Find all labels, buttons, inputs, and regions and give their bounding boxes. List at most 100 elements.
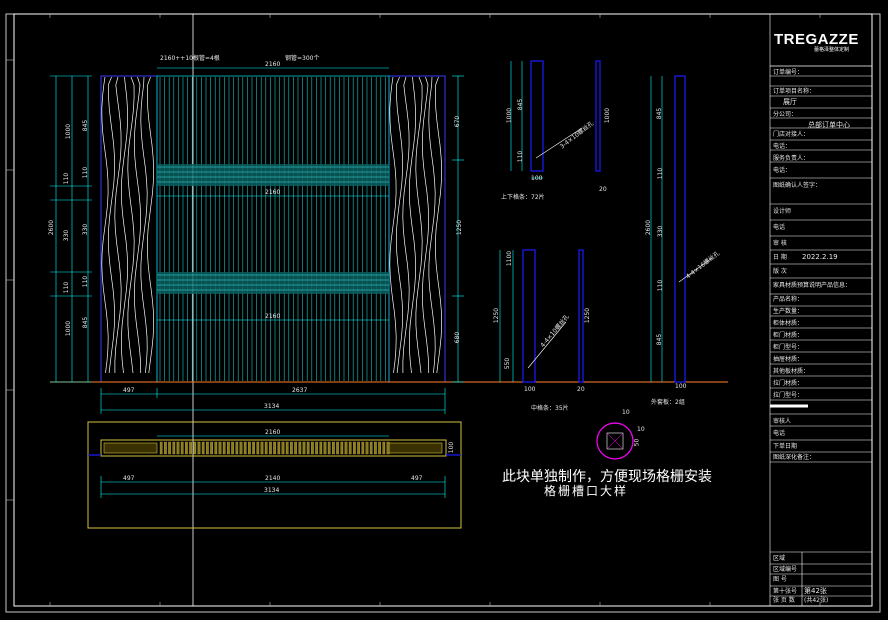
dim-top-width: 2160 — [265, 61, 281, 68]
plan-bar — [361, 441, 365, 455]
plan-bar — [210, 441, 213, 455]
wood-grain-line — [127, 76, 135, 374]
dim-right-height: 670 — [454, 115, 462, 128]
grille-band-lower — [157, 272, 389, 294]
plan-bar — [348, 441, 352, 455]
plan-frame — [87, 421, 462, 529]
plan-bar — [298, 441, 302, 455]
dim-right-height: 1250 — [456, 219, 464, 236]
sheet-label: 第十张号 — [773, 588, 798, 595]
wood-grain-line — [434, 76, 443, 374]
title-block-label: 拉门型号： — [773, 392, 804, 399]
wood-grain-line — [114, 76, 122, 373]
dim-mid-width-1: 2160 — [265, 189, 281, 196]
wood-grain-line — [133, 76, 142, 374]
section-ul-width-1: 100 — [531, 175, 543, 182]
plan-bar — [281, 441, 285, 455]
plan-bar — [357, 441, 360, 455]
plan-bar — [369, 441, 373, 455]
plan-bar — [235, 441, 239, 455]
section-mid-height-1: 1100 — [506, 250, 514, 267]
grille-frame — [156, 75, 390, 383]
dim-left-inner-height: 845 — [82, 119, 90, 132]
title-block-label: 图纸深化备注： — [773, 454, 816, 461]
dim-left-inner-height: 110 — [82, 275, 90, 288]
section-outer-height-total: 2600 — [645, 219, 653, 236]
plan-bar — [319, 441, 323, 455]
title-block-label: 门店对接人： — [773, 131, 810, 138]
dim-left-inner-height: 845 — [82, 316, 90, 329]
section-mid-height-3: 550 — [504, 357, 512, 370]
detail-dim-2: 10 — [637, 426, 645, 433]
plan-bar — [231, 441, 234, 455]
plan-bar — [197, 441, 201, 455]
title-block-value: 展厅 — [783, 98, 797, 106]
title-block-label: 生产数量： — [773, 308, 804, 315]
section-middle — [499, 249, 584, 383]
drawing-number-label: 图 号 — [773, 576, 787, 583]
dim-left-inner-height: 330 — [82, 223, 90, 236]
plan-view — [87, 421, 462, 529]
section-outer-width: 100 — [675, 383, 687, 390]
plan-bar — [185, 441, 188, 455]
plan-bar — [332, 441, 335, 455]
title-block-label: 日 期 — [773, 254, 787, 261]
title-block-label: 版 次 — [773, 268, 787, 275]
section-mid-width-2: 20 — [577, 386, 585, 393]
plan-dim-mid-right: 497 — [411, 475, 423, 482]
plan-bar — [243, 441, 247, 455]
title-block-label: 电话： — [773, 167, 792, 174]
plan-bar — [193, 441, 197, 455]
plan-bar — [214, 441, 218, 455]
plan-bar — [180, 441, 184, 455]
title-block-label: 柜门型号： — [773, 344, 804, 351]
wood-grain-line — [428, 76, 436, 374]
border-ticks — [6, 14, 821, 606]
title-block-label: 审核人 — [773, 418, 792, 425]
title-block-label: 订单编号： — [773, 69, 804, 76]
grille-band-upper — [157, 164, 389, 186]
wood-panel-right — [389, 76, 443, 374]
plan-bar — [302, 441, 306, 455]
title-block-label: 电话 — [773, 430, 786, 437]
plan-bar — [273, 441, 276, 455]
plan-bar — [256, 441, 260, 455]
wood-grain-line — [140, 76, 148, 374]
plan-dim-top: 2160 — [265, 429, 281, 436]
dim-right-height: 680 — [454, 331, 462, 344]
plan-bar — [168, 441, 171, 455]
plan-dim-total: 3134 — [264, 487, 280, 494]
plan-bar — [159, 441, 163, 455]
wood-grain-line — [408, 76, 417, 374]
wood-panel-left — [101, 76, 155, 374]
plan-bar — [269, 441, 272, 455]
plan-bar — [218, 441, 222, 455]
wood-grain-line — [421, 76, 430, 374]
total-value: (共42张) — [804, 597, 829, 604]
plan-bar — [201, 441, 205, 455]
plan-bar — [374, 441, 377, 455]
title-block-label: 家具材质预算说明产品信息： — [773, 282, 852, 289]
area-number-label: 区域编号 — [773, 566, 798, 573]
section-mid-width-1: 100 — [524, 386, 536, 393]
plan-bar — [248, 441, 251, 455]
sheet-border — [5, 13, 881, 613]
title-block-label: 电话： — [773, 143, 792, 150]
sheet-value: 第42张 — [804, 587, 827, 595]
wood-grain-line — [389, 76, 397, 374]
dim-left-height: 1000 — [65, 123, 73, 140]
title-block-label: 下单日期 — [773, 443, 798, 450]
wood-grain-line — [107, 76, 116, 374]
plan-bar — [285, 441, 289, 455]
plan-bar — [386, 441, 390, 455]
wood-grain-line — [120, 76, 129, 374]
wood-grain-line — [101, 76, 109, 374]
section-outer-height-5: 845 — [656, 333, 664, 346]
plan-dim-side: 100 — [448, 441, 456, 454]
plan-bar — [294, 441, 297, 455]
title-block-label: 服务负责人： — [773, 155, 810, 162]
dim-left-height: 110 — [63, 281, 71, 294]
section-ul-height-3: 110 — [517, 150, 525, 163]
plan-dim-mid: 2140 — [265, 475, 281, 482]
